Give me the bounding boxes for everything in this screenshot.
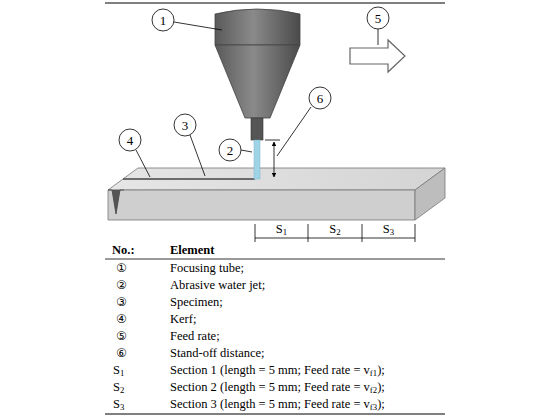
leader-line [241, 150, 252, 152]
table-cell: Focusing tube; [170, 262, 244, 275]
callout-number: 4 [127, 134, 134, 147]
table-number: ① [116, 262, 127, 274]
table-number: ⑤ [116, 330, 127, 342]
table-number: ③ [116, 296, 127, 308]
focusing-tube-head [215, 9, 300, 45]
table-rule [105, 414, 445, 415]
callout-circle [119, 129, 141, 151]
dimension-tick [255, 224, 256, 242]
specimen-side-face [415, 168, 445, 220]
callout-number: 1 [160, 14, 167, 27]
leader-line [136, 150, 150, 177]
table-cell: Section 3 (length = 5 mm; Feed rate = vf… [170, 398, 385, 411]
callout-circle [309, 87, 331, 109]
callout-number: 6 [317, 92, 324, 105]
leader-line [378, 29, 379, 45]
table-cell: Section 1 (length = 5 mm; Feed rate = vf… [170, 364, 385, 377]
leader-line [277, 107, 311, 156]
section-label: S3 [383, 223, 394, 236]
table-rule [105, 3, 445, 4]
table-cell: Kerf; [170, 313, 196, 326]
table-header: No.: [112, 244, 135, 257]
table-number: ⑥ [116, 347, 127, 359]
callout-number: 5 [375, 12, 382, 25]
table-rule [105, 259, 445, 260]
table-cell: Specimen; [170, 296, 223, 309]
water-jet [254, 140, 260, 179]
specimen-top-face [108, 168, 445, 190]
leader-line [190, 135, 205, 176]
dimension-line [255, 238, 415, 239]
kerf-notch [108, 190, 124, 214]
section-label: S2 [329, 223, 340, 236]
callout-circle [152, 9, 174, 31]
table-number: ② [116, 279, 127, 291]
table-header: Element [170, 244, 214, 257]
callout-number: 2 [227, 144, 234, 157]
standoff-dimension [274, 142, 275, 177]
callout-circle [367, 7, 389, 29]
callout-circle [174, 114, 196, 136]
kerf-line [123, 178, 255, 179]
feed-arrow [350, 40, 405, 72]
table-cell: Feed rate; [170, 330, 220, 343]
focusing-tube-nozzle [251, 118, 263, 140]
leader-line [174, 22, 222, 30]
table-number: S2 [113, 381, 124, 394]
callouts [119, 7, 389, 177]
table-cell: Abrasive water jet; [170, 279, 265, 292]
table-cell: Section 2 (length = 5 mm; Feed rate = vf… [170, 381, 385, 394]
dimension-tick [415, 224, 416, 242]
specimen-front-face [108, 190, 415, 220]
dimension-tick [265, 140, 280, 141]
table-number: ④ [116, 313, 127, 325]
dimension-tick [308, 224, 309, 242]
table-cell: Stand-off distance; [170, 347, 265, 360]
callout-circle [219, 139, 241, 161]
table-number: S3 [113, 398, 124, 411]
dimension-tick [362, 224, 363, 242]
section-label: S1 [276, 223, 287, 236]
callout-number: 3 [182, 119, 189, 132]
focusing-tube-cone [215, 45, 300, 118]
table-number: S1 [113, 364, 124, 377]
